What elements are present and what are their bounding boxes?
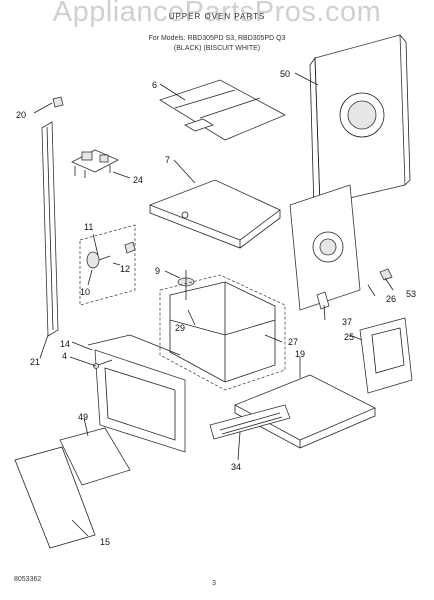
part-24-switch[interactable] <box>71 149 119 178</box>
part-34-vent-grille[interactable] <box>209 404 291 440</box>
part-9-sensor[interactable] <box>177 270 195 300</box>
leader-lines <box>33 72 394 537</box>
callout-29: 29 <box>175 323 185 333</box>
part-6-baffle[interactable] <box>159 79 286 141</box>
callout-10: 10 <box>80 287 90 297</box>
part-50-rear-panel[interactable] <box>309 34 411 211</box>
callout-15: 15 <box>100 537 110 547</box>
part-37-bracket[interactable] <box>316 291 330 310</box>
color-line: (BLACK) (BISCUIT WHITE) <box>173 45 261 52</box>
part-27-oven-cavity[interactable] <box>159 274 286 391</box>
callout-26: 26 <box>386 294 396 304</box>
callout-7: 7 <box>165 155 170 165</box>
callout-21: 21 <box>30 357 40 367</box>
model-line: For Models: RBD305PD S3, RBD305PD Q3 <box>148 35 286 42</box>
part-15-gasket[interactable] <box>14 446 96 549</box>
part-25-control-panel[interactable] <box>359 317 413 394</box>
part-side-panel[interactable] <box>289 184 361 311</box>
callout-34: 34 <box>231 462 241 472</box>
part-49-trim[interactable] <box>59 427 131 486</box>
page-title: UPPER OVEN PARTS <box>168 12 266 21</box>
part-14-door-frame[interactable] <box>87 334 186 453</box>
callout-labels: 20 6 50 24 7 11 12 10 9 26 53 37 14 29 2… <box>16 69 416 547</box>
part-11-knob-assembly[interactable] <box>79 224 136 306</box>
page-number: 3 <box>212 580 216 587</box>
callout-20: 20 <box>16 110 26 120</box>
callout-6: 6 <box>152 80 157 90</box>
callout-27: 27 <box>288 337 298 347</box>
callout-9: 9 <box>155 266 160 276</box>
watermark: AppliancePartsPros.com <box>52 0 382 28</box>
callout-25: 25 <box>344 332 354 342</box>
callout-12: 12 <box>120 264 130 274</box>
part-20-clip[interactable] <box>52 96 64 108</box>
callout-11: 11 <box>84 222 93 232</box>
part-53-clip[interactable] <box>379 268 393 281</box>
part-19-bottom-panel[interactable] <box>234 374 376 449</box>
document-number: 8053362 <box>14 576 42 583</box>
callout-37: 37 <box>342 317 352 327</box>
callout-53: 53 <box>406 289 416 299</box>
part-7-top-panel[interactable] <box>148 179 281 249</box>
callout-14: 14 <box>60 339 70 349</box>
callout-50: 50 <box>280 69 290 79</box>
callout-24: 24 <box>133 175 143 185</box>
callout-4: 4 <box>62 351 67 361</box>
part-21-side-trim[interactable] <box>41 121 59 337</box>
callout-19: 19 <box>295 349 305 359</box>
callout-49: 49 <box>78 412 88 422</box>
